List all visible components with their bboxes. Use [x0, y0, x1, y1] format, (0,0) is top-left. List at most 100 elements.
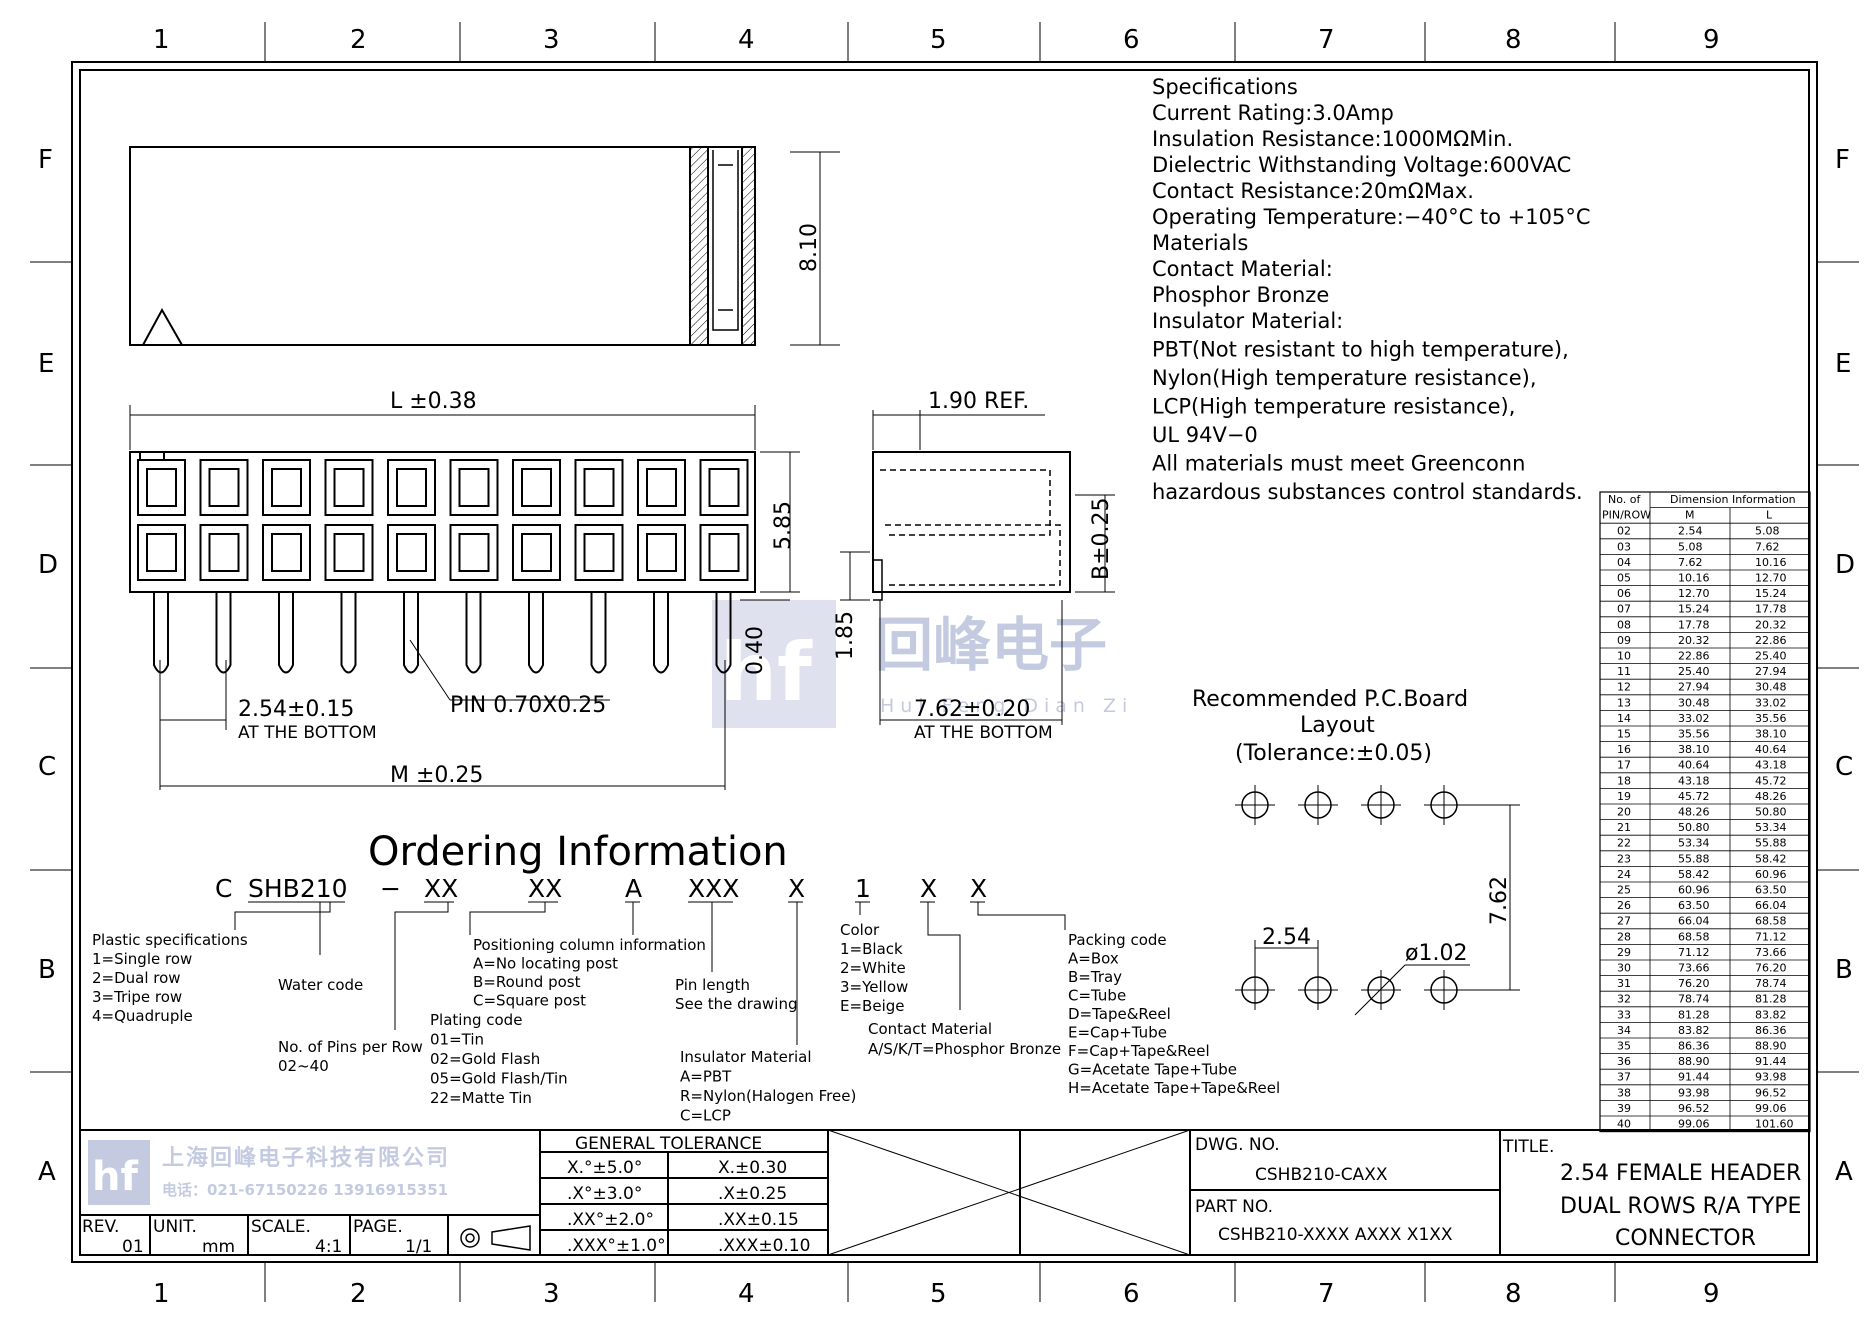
front-pin [340, 592, 357, 674]
contact-material: A/S/K/T=Phosphor Bronze [868, 1040, 1061, 1058]
dim-table-m: 81.28 [1678, 1008, 1710, 1021]
dim-040: 0.40 [743, 626, 768, 675]
spec-line: Contact Material: [1152, 257, 1333, 281]
dim-table-l: 93.98 [1755, 1071, 1787, 1084]
dim-table-l: 30.48 [1755, 681, 1787, 694]
dim-table-pins: 40 [1617, 1118, 1631, 1131]
dim-table-pins: 36 [1617, 1055, 1631, 1068]
side-view-contact-lower [885, 524, 1061, 586]
front-cavity-top-inner [208, 468, 240, 507]
dim-table-pins: 07 [1617, 603, 1631, 616]
dim-table-m: 10.16 [1678, 572, 1710, 585]
front-cavity-top [637, 459, 686, 516]
dim-table-pins: 04 [1617, 556, 1631, 569]
tolerance-linear: .X±0.25 [718, 1184, 787, 1204]
dim-table-l: 96.52 [1755, 1086, 1787, 1099]
dim-table-l: 81.28 [1755, 993, 1787, 1006]
rev-value: 01 [122, 1237, 144, 1257]
front-pin [590, 592, 607, 674]
front-cavity-bottom-inner [708, 533, 740, 572]
dim-table-l: 10.16 [1755, 556, 1787, 569]
packing-code: A=Box [1068, 950, 1119, 968]
plastic-spec: 2=Dual row [92, 969, 181, 987]
side-view [872, 451, 1071, 601]
grid-row-right-C: C [1835, 752, 1853, 782]
plastic-spec: 1=Single row [92, 950, 192, 968]
front-view-body [129, 451, 756, 593]
dim-table-l: 45.72 [1755, 774, 1787, 787]
spec-line: Operating Temperature:−40°C to +105°C [1152, 205, 1591, 229]
spec-line: PBT(Not resistant to high temperature), [1152, 338, 1569, 362]
side-view-body [872, 451, 1071, 593]
dim-table-l: 71.12 [1755, 930, 1787, 943]
packing-code: D=Tape&Reel [1068, 1005, 1171, 1023]
dim-table-l: 91.44 [1755, 1055, 1787, 1068]
front-pin [153, 592, 169, 674]
dim-table-pins: 16 [1617, 743, 1631, 756]
dim-table-l: 27.94 [1755, 665, 1787, 678]
dim-pitch-note: AT THE BOTTOM [238, 723, 377, 743]
dim-table-frame [1599, 491, 1811, 1133]
dim-table-pins: 28 [1617, 930, 1631, 943]
front-view [129, 451, 756, 674]
dim-table-m: 83.82 [1678, 1024, 1710, 1037]
dim-table-m: 66.04 [1678, 915, 1710, 928]
grid-col-top-6: 6 [1123, 25, 1140, 55]
dim-table-pins: 11 [1617, 665, 1631, 678]
dim-table-l: 12.70 [1755, 572, 1787, 585]
dwg-number: CSHB210-CAXX [1255, 1165, 1388, 1185]
dim-table-l: 43.18 [1755, 759, 1787, 772]
dim-table-m: 12.70 [1678, 587, 1710, 600]
dim-table-m: 53.34 [1678, 837, 1710, 850]
dim-table-l: 22.86 [1755, 634, 1787, 647]
top-view-triangle [142, 307, 183, 346]
front-cavity-bottom [199, 524, 249, 581]
dim-table-pins: 19 [1617, 790, 1631, 803]
plastic-spec: 4=Quadruple [92, 1007, 193, 1025]
grid-row-right-D: D [1835, 550, 1855, 580]
insulator-material: R=Nylon(Halogen Free) [680, 1087, 856, 1105]
dim-table-l: 83.82 [1755, 1008, 1787, 1021]
plating-code: 01=Tin [430, 1031, 484, 1049]
dim-row-note: AT THE BOTTOM [914, 723, 1053, 743]
dim-table-l: 66.04 [1755, 899, 1787, 912]
front-cavity-bottom-inner [271, 533, 302, 572]
dim-table-m: 22.86 [1678, 650, 1710, 663]
plating-code: 05=Gold Flash/Tin [430, 1070, 568, 1088]
plastic-spec: Plastic specifications [92, 931, 248, 949]
dim-table-m: 2.54 [1678, 525, 1703, 538]
ordering-code-part: X [788, 874, 805, 903]
front-cavity-top-inner [708, 468, 740, 507]
plastic-spec: 3=Tripe row [92, 988, 182, 1006]
dim-table-pins: 35 [1617, 1040, 1631, 1053]
dim-table-pins: 21 [1617, 821, 1631, 834]
grid-col-top-9: 9 [1703, 25, 1720, 55]
pcb-layout: Recommended P.C.Board Layout (Tolerance:… [1192, 687, 1520, 1016]
front-cavity-bottom [574, 524, 624, 581]
dim-table-pins: 13 [1617, 696, 1631, 709]
dim-table-pins: 03 [1617, 540, 1631, 553]
dim-table-m: 58.42 [1678, 868, 1710, 881]
front-cavity-top [512, 459, 561, 516]
dim-table-pins: 08 [1617, 618, 1631, 631]
dim-table-pins: 29 [1617, 946, 1631, 959]
dim-table-m: 7.62 [1678, 556, 1703, 569]
pin-length: Pin length [675, 976, 750, 994]
grid-row-left-B: B [38, 955, 56, 985]
dim-table-pins: 20 [1617, 806, 1631, 819]
front-pin [278, 592, 294, 674]
front-cavity-bottom-inner [396, 533, 427, 572]
tolerance-angle: X.°±5.0° [567, 1158, 642, 1178]
pcb-holes [1235, 785, 1464, 1010]
ordering-code-part: 1 [855, 874, 871, 903]
ordering-code-part: XX [424, 874, 458, 903]
positioning-info: C=Square post [473, 992, 586, 1010]
projection-symbol [460, 1225, 531, 1251]
color-code: 3=Yellow [840, 978, 908, 996]
grid-col-bottom-7: 7 [1318, 1279, 1335, 1309]
